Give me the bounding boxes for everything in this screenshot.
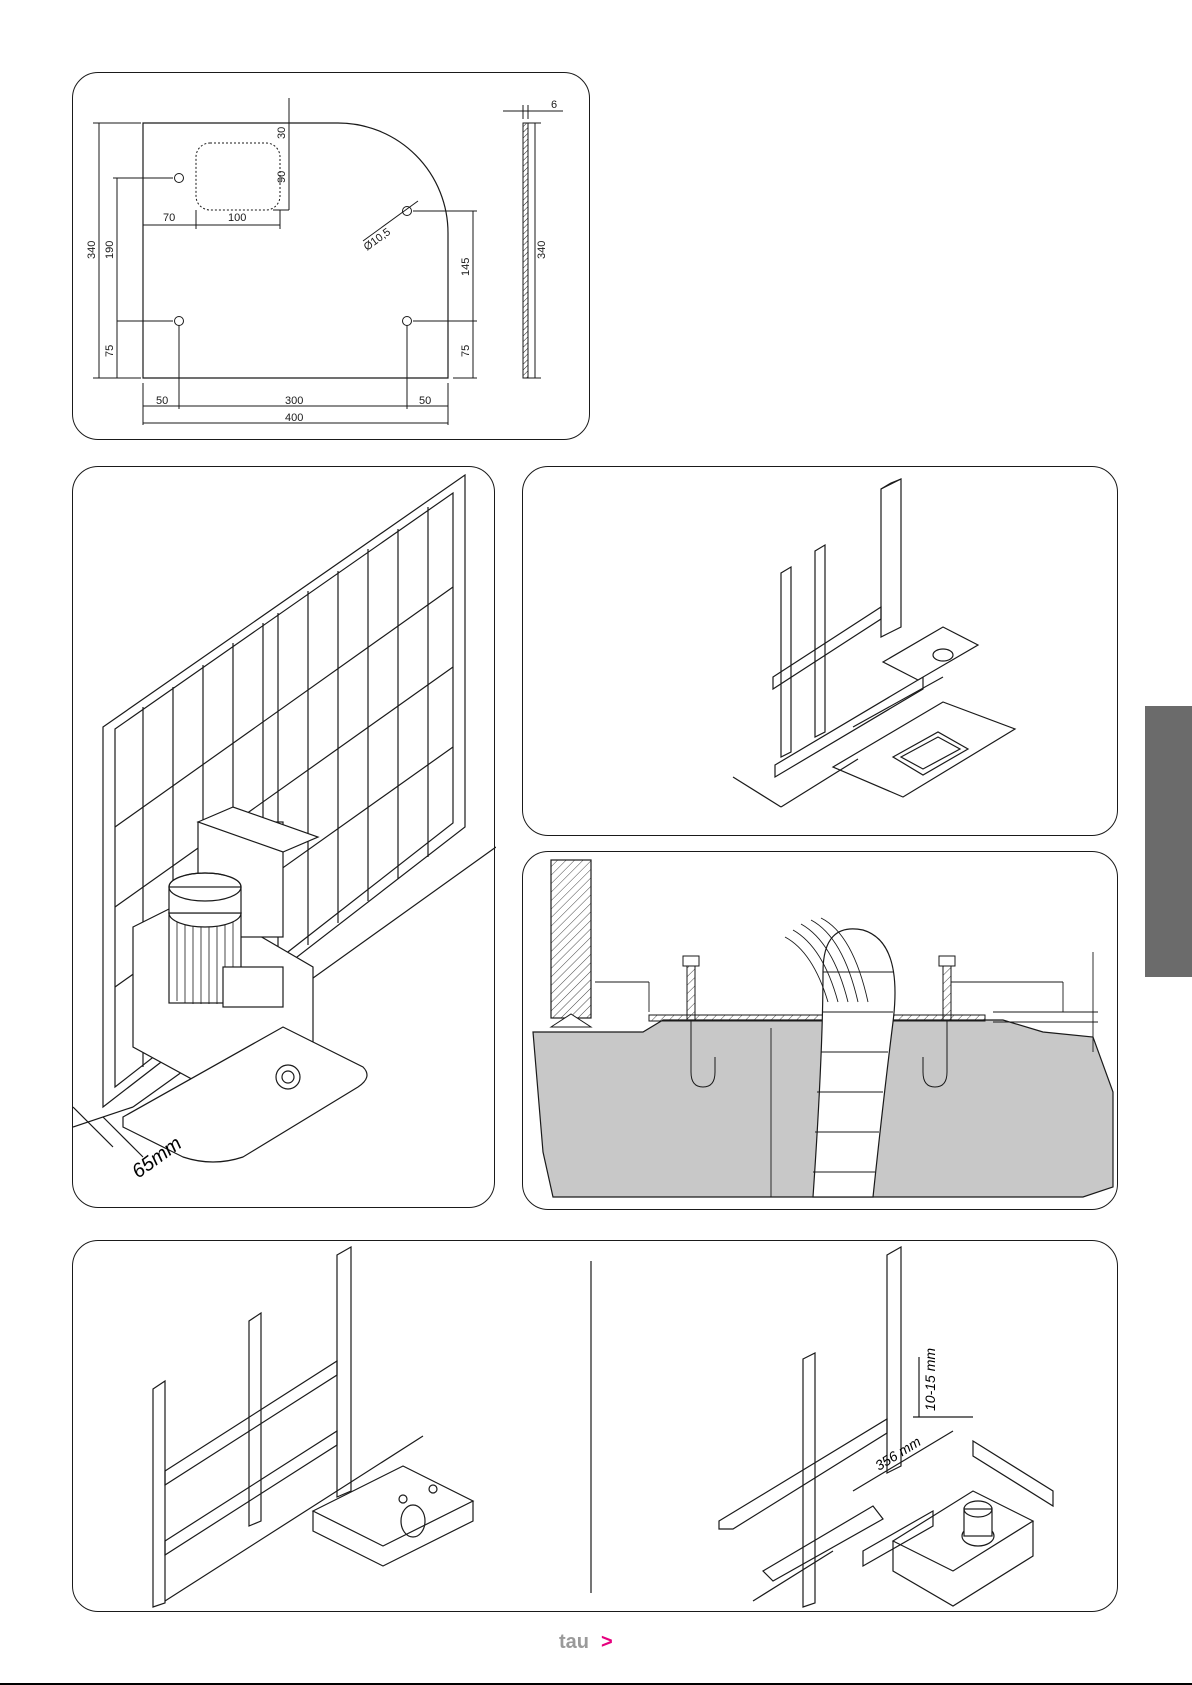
dim-right-span: 145 xyxy=(460,258,472,276)
logo-mark: > xyxy=(601,1631,613,1653)
plate-dimension-drawing: 30 90 70 100 Ø10,5 340 190 75 145 75 50 … xyxy=(73,73,591,441)
dim-top-offset: 30 xyxy=(276,127,288,139)
dim-bottom-right: 50 xyxy=(419,395,431,407)
frame-pit-drawing xyxy=(523,467,1119,837)
dim-height-lower: 75 xyxy=(104,345,116,357)
dim-right-lower: 75 xyxy=(460,345,472,357)
ground-section-drawing xyxy=(523,852,1119,1211)
dim-slot-width: 100 xyxy=(228,212,246,224)
dim-width-total: 400 xyxy=(285,412,303,424)
frame-pit-panel xyxy=(522,466,1118,836)
tau-logo: tau > xyxy=(559,1629,639,1653)
height-label: 10-15 mm xyxy=(922,1348,938,1411)
dim-height-upper: 190 xyxy=(104,241,116,259)
dim-left-offset: 70 xyxy=(163,212,175,224)
dim-slot-height: 90 xyxy=(276,171,288,183)
installation-drawing: 356 mm 10-15 mm xyxy=(73,1241,1119,1613)
dim-bottom-left: 50 xyxy=(156,395,168,407)
dim-thickness: 6 xyxy=(551,99,557,111)
dim-height-total: 340 xyxy=(86,241,98,259)
dim-side-height: 340 xyxy=(536,241,548,259)
dim-bottom-mid: 300 xyxy=(285,395,303,407)
ground-section-panel xyxy=(522,851,1118,1210)
logo-text: tau xyxy=(559,1631,589,1653)
installation-panel: 356 mm 10-15 mm xyxy=(72,1240,1118,1612)
plate-dimension-panel: 30 90 70 100 Ø10,5 340 190 75 145 75 50 … xyxy=(72,72,590,440)
section-tab xyxy=(1145,706,1192,977)
gate-motor-drawing: 65mm xyxy=(73,467,496,1209)
gate-motor-panel: 65mm xyxy=(72,466,495,1208)
